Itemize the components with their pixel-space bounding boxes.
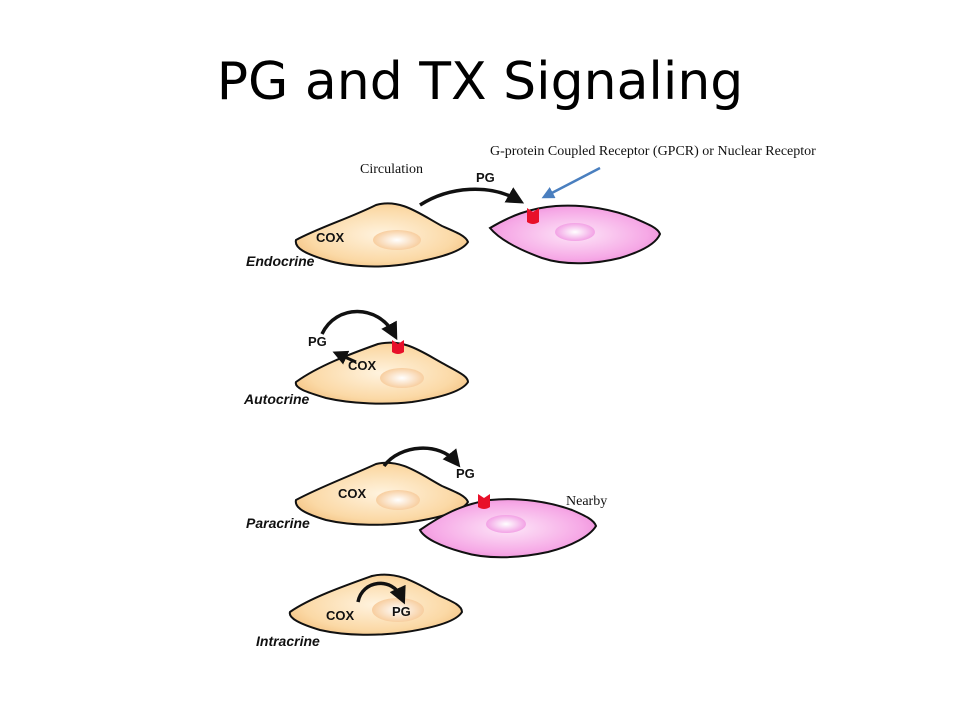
autocrine-release-arrow [332,350,357,365]
autocrine-nucleus [380,368,424,388]
autocrine-mode-label: Autocrine [243,391,310,407]
nearby-label: Nearby [566,494,608,509]
paracrine-panel: COX Paracrine PG [246,446,598,559]
receptor-label: G-protein Coupled Receptor (GPCR) or Nuc… [490,144,816,159]
intracrine-mode-label: Intracrine [256,633,320,649]
paracrine-signal-arrow [382,446,461,468]
intracrine-signal-arrow [356,581,406,605]
paracrine-source-nucleus [376,490,420,510]
intracrine-enzyme-label: COX [326,608,355,623]
paracrine-receptor [478,494,490,509]
endocrine-mode-label: Endocrine [246,253,315,269]
circulation-label: Circulation [360,162,423,177]
slide-title: PG and TX Signaling [216,52,744,112]
endocrine-product-label: PG [476,170,495,185]
endocrine-panel: COX Endocrine PG [246,166,662,269]
intracrine-nucleus [372,598,424,622]
autocrine-receptor [392,340,404,354]
autocrine-enzyme-label: COX [348,358,377,373]
paracrine-enzyme-label: COX [338,486,367,501]
paracrine-mode-label: Paracrine [246,515,310,531]
intracrine-product-label: PG [392,604,411,619]
autocrine-product-label: PG [308,334,327,349]
endocrine-receptor [527,208,539,224]
endocrine-source-nucleus [373,230,421,250]
intracrine-panel: COX PG Intracrine [256,573,464,649]
autocrine-panel: PG COX Autocrine [243,309,470,407]
receptor-pointer-arrow [541,166,601,199]
endocrine-target-nucleus [555,223,595,241]
endocrine-signal-arrow [419,187,525,207]
paracrine-target-nucleus [486,515,526,533]
autocrine-cell [294,341,470,405]
paracrine-product-label: PG [456,466,475,481]
endocrine-enzyme-label: COX [316,230,345,245]
autocrine-loop-arrow [320,309,398,341]
